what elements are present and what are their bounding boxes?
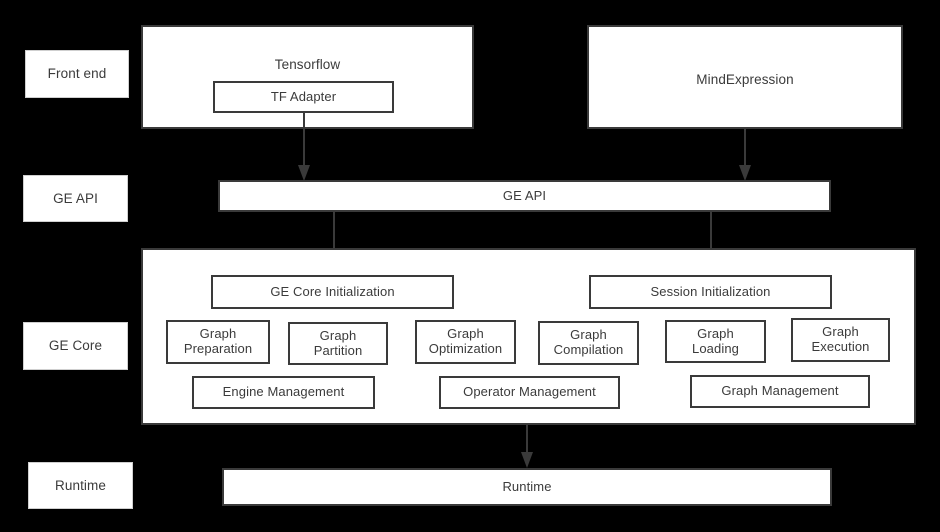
operator-management-box[interactable]: Operator Management — [439, 376, 620, 409]
layer-label-runtime: Runtime — [28, 462, 133, 509]
arrow-tf-adapter-to-ge-api — [296, 113, 312, 181]
layer-label-ge-api: GE API — [23, 175, 128, 222]
tf-adapter-box[interactable]: TF Adapter — [213, 81, 394, 113]
engine-management-label: Engine Management — [222, 384, 345, 400]
ge-core-initialization-label: GE Core Initialization — [270, 283, 395, 299]
tf-adapter-label: TF Adapter — [270, 88, 337, 104]
engine-management-box[interactable]: Engine Management — [192, 376, 375, 409]
session-initialization-label: Session Initialization — [650, 283, 771, 299]
operator-management-label: Operator Management — [463, 384, 596, 400]
graph-management-label: Graph Management — [721, 383, 839, 399]
layer-label-ge-api-text: GE API — [53, 190, 98, 206]
layer-label-runtime-text: Runtime — [55, 477, 106, 493]
runtime-bar[interactable]: Runtime — [222, 468, 832, 506]
arrow-ge-core-to-runtime — [519, 425, 535, 468]
ge-core-initialization-box[interactable]: GE Core Initialization — [211, 275, 454, 309]
mindexpression-title: MindExpression — [696, 72, 794, 87]
ge-api-bar-label: GE API — [502, 187, 547, 203]
layer-label-ge-core: GE Core — [23, 322, 128, 370]
tensorflow-title: Tensorflow — [274, 57, 341, 72]
graph-management-box[interactable]: Graph Management — [690, 375, 870, 408]
ge-api-bar[interactable]: GE API — [218, 180, 831, 212]
session-initialization-box[interactable]: Session Initialization — [589, 275, 832, 309]
layer-label-front-end: Front end — [25, 50, 129, 98]
arrow-mindexpression-to-ge-api — [737, 129, 753, 181]
mindexpression-container: MindExpression — [587, 25, 903, 129]
runtime-bar-label: Runtime — [502, 478, 552, 494]
layer-label-front-end-text: Front end — [47, 66, 107, 82]
layer-label-ge-core-text: GE Core — [48, 338, 103, 354]
